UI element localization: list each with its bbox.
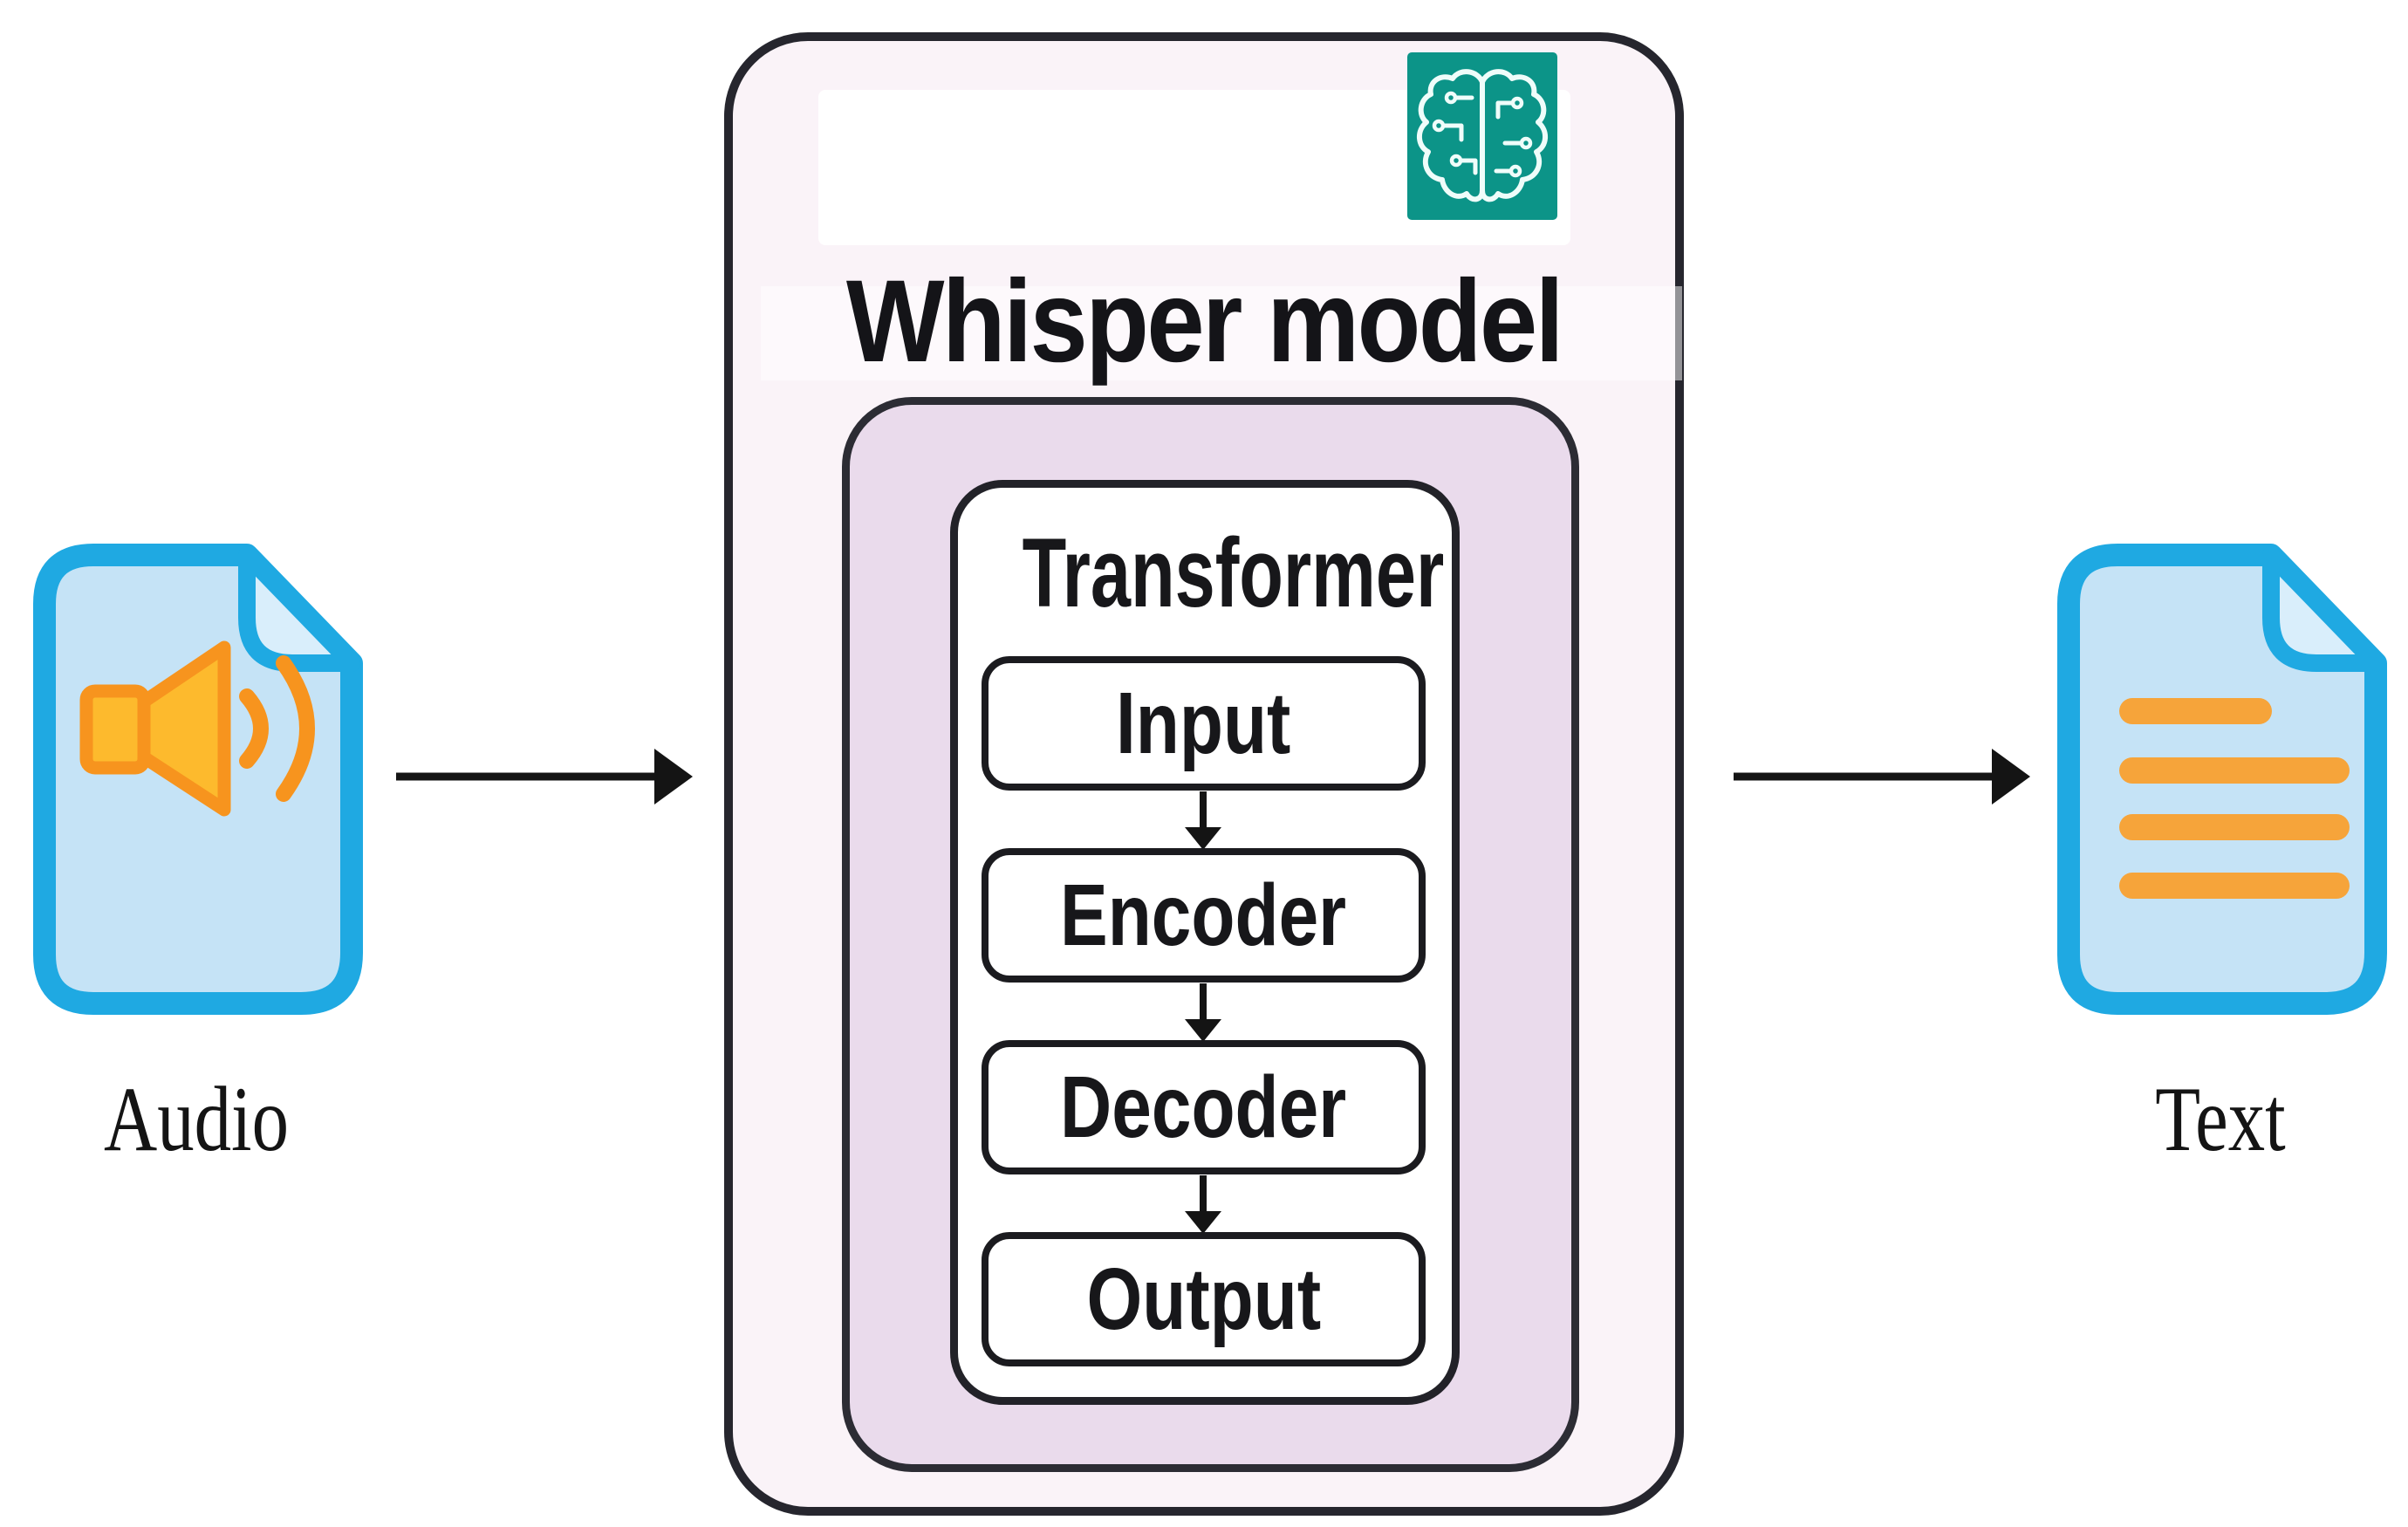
arrow-encoder-to-decoder [1185, 983, 1221, 1042]
transformer-title: Transformer [1022, 518, 1445, 627]
text-label: Text [2155, 1068, 2286, 1170]
text-file-icon [2057, 544, 2387, 1015]
whisper-model-box: Whisper model Transformer Input Encoder [724, 32, 1684, 1516]
stage-box-output: Output [982, 1232, 1426, 1366]
title-background-strip [761, 286, 1682, 380]
stage-label-output: Output [1086, 1250, 1321, 1348]
stage-box-input: Input [982, 656, 1426, 791]
speaker-icon [79, 640, 315, 817]
audio-file-icon [33, 544, 363, 1015]
model-inner-box: Transformer Input Encoder Decoder [842, 397, 1579, 1472]
arrow-input-to-encoder [1185, 791, 1221, 850]
transformer-box: Transformer Input Encoder Decoder [950, 480, 1460, 1405]
arrow-model-to-text [1734, 749, 2030, 805]
stage-box-decoder: Decoder [982, 1040, 1426, 1174]
text-node [2046, 532, 2395, 1023]
audio-label: Audio [104, 1068, 289, 1170]
arrow-decoder-to-output [1185, 1175, 1221, 1234]
stage-label-decoder: Decoder [1060, 1058, 1347, 1156]
stage-label-encoder: Encoder [1060, 866, 1347, 964]
stage-box-encoder: Encoder [982, 848, 1426, 983]
text-lines-icon [2119, 698, 2350, 899]
stage-label-input: Input [1116, 674, 1291, 772]
whisper-model-title: Whisper model [845, 257, 1564, 387]
brain-circuit-icon [1407, 52, 1557, 220]
arrow-audio-to-model [396, 749, 693, 805]
audio-node [22, 532, 371, 1023]
